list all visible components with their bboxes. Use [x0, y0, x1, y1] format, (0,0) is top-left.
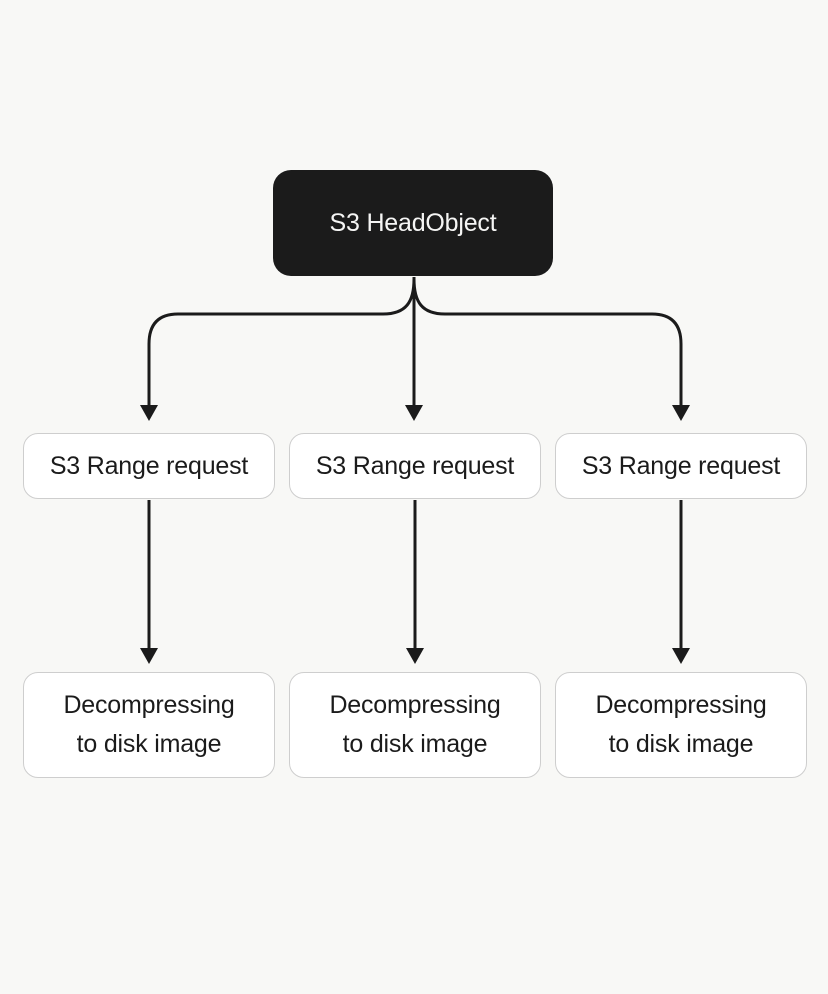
node-decompressing-1-line1: Decompressing — [63, 691, 235, 719]
node-s3-range-request-3-label: S3 Range request — [581, 451, 781, 480]
arrowhead-left-row1 — [140, 405, 158, 421]
node-decompressing-2-line1: Decompressing — [329, 691, 501, 719]
node-s3-range-request-1-label: S3 Range request — [49, 451, 249, 480]
arrowhead-middle-row2 — [406, 648, 424, 664]
node-decompressing-3-line2: to disk image — [608, 730, 754, 758]
node-s3-headobject: S3 HeadObject — [273, 170, 553, 276]
node-decompressing-1-line2: to disk image — [76, 730, 222, 758]
node-s3-range-request-1: S3 Range request — [23, 433, 275, 499]
arrow-root-to-right-line — [412, 278, 683, 406]
arrowhead-right-row2 — [672, 648, 690, 664]
arrowhead-middle-row1 — [405, 405, 423, 421]
node-s3-range-request-2-label: S3 Range request — [315, 451, 515, 480]
node-decompressing-2-line2: to disk image — [342, 730, 488, 758]
node-s3-range-request-3: S3 Range request — [555, 433, 807, 499]
node-decompressing-3-line1: Decompressing — [595, 691, 767, 719]
node-s3-range-request-2: S3 Range request — [289, 433, 541, 499]
arrowhead-right-row1 — [672, 405, 690, 421]
node-s3-headobject-label: S3 HeadObject — [329, 208, 497, 237]
node-decompressing-1: Decompressing to disk image — [23, 672, 275, 778]
arrow-root-to-left-line — [147, 278, 416, 406]
node-decompressing-2: Decompressing to disk image — [289, 672, 541, 778]
arrowhead-left-row2 — [140, 648, 158, 664]
node-decompressing-3: Decompressing to disk image — [555, 672, 807, 778]
